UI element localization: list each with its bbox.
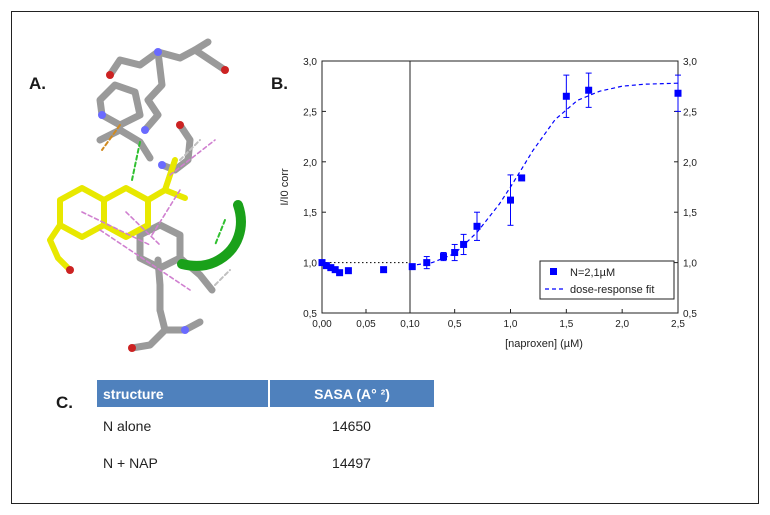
table-cell-structure: N + NAP <box>103 454 158 471</box>
y-tick-label-right: 1,0 <box>683 259 697 270</box>
y-tick-label-right: 1,5 <box>683 208 697 219</box>
table-header-row: structure SASA (A° ²) <box>97 380 434 407</box>
data-point <box>408 263 416 271</box>
y-tick-label-right: 3,0 <box>683 57 697 68</box>
legend-label-data: N=2,1µM <box>570 267 615 279</box>
data-point <box>344 267 352 275</box>
data-point <box>322 262 330 270</box>
data-point <box>336 269 344 277</box>
data-point <box>380 266 388 274</box>
y-tick-label: 2,0 <box>303 158 317 169</box>
data-point <box>460 240 468 248</box>
y-tick-label: 0,5 <box>303 309 317 320</box>
fit-curve <box>409 82 679 267</box>
x-tick-label: 0,00 <box>312 319 332 330</box>
table-cell-sasa: 14650 <box>332 417 371 434</box>
data-point <box>518 174 526 182</box>
y-tick-label-right: 2,5 <box>683 107 697 118</box>
data-point <box>451 249 459 257</box>
x-tick-label: 1,0 <box>504 319 518 330</box>
y-tick-label: 1,5 <box>303 208 317 219</box>
x-tick-label: 2,0 <box>615 319 629 330</box>
panel-label-b: B. <box>271 74 288 93</box>
molecular-structure-image <box>47 38 246 352</box>
x-tick-label: 0,10 <box>400 319 420 330</box>
data-point <box>318 259 326 267</box>
x-tick-label: 0,05 <box>356 319 376 330</box>
table-header-sasa: SASA (A° ²) <box>269 380 434 407</box>
table-cell-structure: N alone <box>103 417 152 434</box>
chart-marks <box>318 72 682 277</box>
y-tick-label: 2,5 <box>303 107 317 118</box>
data-point <box>473 222 481 230</box>
chart-legend: N=2,1µM dose-response fit <box>539 260 675 300</box>
chart: 0,5 0,5 1,0 1,0 1,5 1,5 2,0 2,0 2,5 2,5 3,0 3,0 0,00… <box>279 57 697 350</box>
data-point <box>562 92 570 100</box>
x-tick-label: 2,5 <box>671 319 685 330</box>
data-point <box>674 89 682 97</box>
data-point <box>327 264 335 272</box>
data-point <box>423 259 431 267</box>
y-tick-label-right: 2,0 <box>683 158 697 169</box>
y-tick-label-right: 0,5 <box>683 309 697 320</box>
x-axis-label: [naproxen] (µM) <box>505 338 583 350</box>
x-tick-label: 0,5 <box>448 319 462 330</box>
x-tick-label: 1,5 <box>559 319 573 330</box>
plot-frame <box>321 60 679 314</box>
data-point <box>440 253 447 261</box>
y-tick-label: 1,0 <box>303 259 317 270</box>
y-tick-label: 3,0 <box>303 57 317 68</box>
legend-label-fit: dose-response fit <box>570 284 654 296</box>
panel-label-c: C. <box>56 393 73 412</box>
legend-box <box>539 260 675 300</box>
sasa-table: structure SASA (A° ²) N alone 14650 N + … <box>97 380 434 481</box>
table-row: N + NAP 14497 <box>97 444 434 481</box>
data-point <box>331 266 339 274</box>
chart-axes: 0,5 0,5 1,0 1,0 1,5 1,5 2,0 2,0 2,5 2,5 3,0 3,0 0,00… <box>303 57 697 330</box>
table-cell-sasa: 14497 <box>332 454 371 471</box>
panel-label-a: A. <box>29 74 46 93</box>
data-point <box>507 196 514 204</box>
table-row: N alone 14650 <box>97 407 434 444</box>
table-header-structure: structure <box>97 380 270 407</box>
y-axis-label: I/I0 corr <box>279 168 291 206</box>
legend-marker-square <box>550 268 557 275</box>
data-point <box>585 86 593 94</box>
